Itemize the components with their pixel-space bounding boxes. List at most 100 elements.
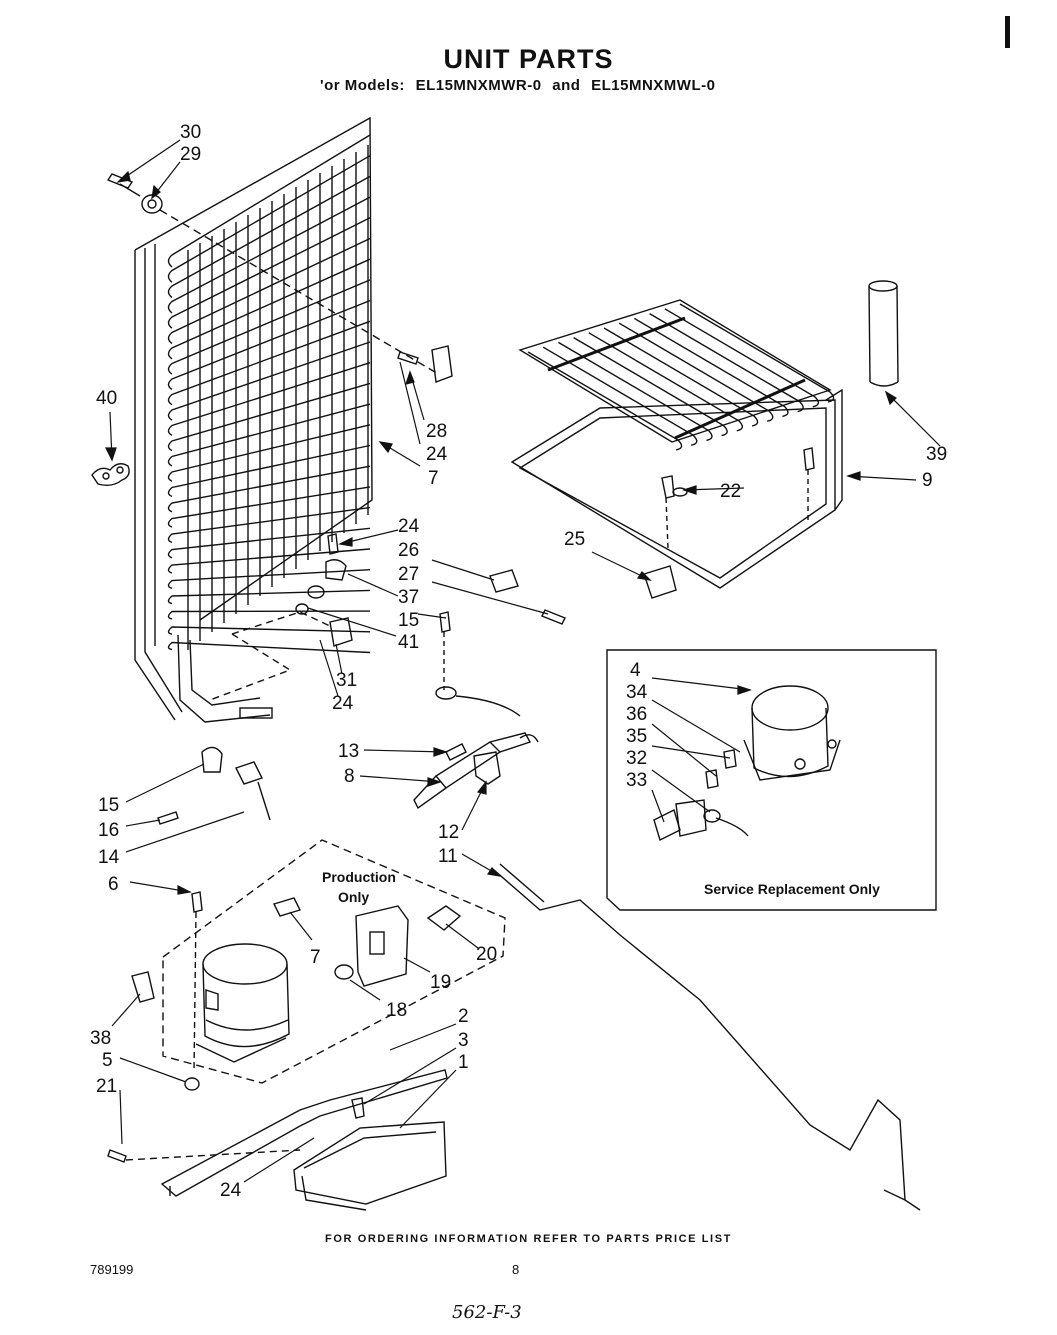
production-only-box	[162, 839, 506, 1084]
drier-8	[413, 732, 539, 810]
subtitle-prefix: 'or Models:	[320, 77, 405, 94]
compressor-production	[195, 943, 290, 1063]
bolt-3	[351, 1097, 365, 1119]
callout-number: 5	[102, 1050, 113, 1071]
callout-number: 24	[398, 516, 420, 537]
callout-number: 22	[720, 481, 741, 502]
callout-number: 37	[398, 587, 419, 608]
callout-number: 19	[430, 972, 451, 993]
sensor-wire	[435, 686, 521, 717]
callout-numbers: 3029402824739229242627371541253124138151…	[90, 122, 947, 1201]
callout-number: 32	[626, 748, 647, 769]
part-40-clip	[91, 463, 130, 487]
callout-number: 26	[398, 540, 419, 561]
callout-number: 21	[96, 1076, 117, 1097]
handwritten-note: 562-F-3	[452, 1302, 522, 1323]
callout-number: 38	[90, 1028, 111, 1049]
callout-number: 9	[922, 470, 933, 491]
production-label-line2: Only	[338, 889, 369, 905]
callout-number: 6	[108, 874, 119, 895]
callout-number: 14	[98, 847, 120, 868]
subtitle-joiner: and	[552, 77, 581, 94]
cover-20	[426, 905, 462, 931]
callout-number: 12	[438, 822, 459, 843]
callout-number: 28	[426, 421, 447, 442]
clamp-31	[329, 617, 353, 647]
washer-41	[295, 603, 309, 615]
screw-24-upper	[327, 533, 339, 555]
callout-number: 8	[344, 766, 355, 787]
callout-number: 4	[630, 660, 641, 681]
service-replacement-box	[606, 649, 937, 911]
clip-12	[473, 751, 501, 785]
service-replacement-label: Service Replacement Only	[704, 881, 880, 897]
document-number: 789199	[90, 1262, 134, 1277]
callout-number: 33	[626, 770, 647, 791]
tube-39	[868, 280, 899, 387]
relay-33	[653, 799, 707, 841]
callout-number: 24	[332, 693, 354, 714]
callout-number: 24	[426, 444, 448, 465]
screw-22	[661, 447, 815, 499]
callout-number: 18	[386, 1000, 407, 1021]
model-number-a: EL15MNXMWR-0	[415, 77, 542, 94]
callout-number: 24	[220, 1180, 242, 1201]
bolt-30	[106, 173, 141, 197]
screw-27	[541, 609, 566, 625]
terminal-35	[723, 749, 737, 769]
callout-number: 31	[336, 670, 357, 691]
clip-38	[131, 971, 155, 1003]
callout-number: 13	[338, 741, 359, 762]
screw-6	[191, 891, 203, 913]
filter-13	[445, 743, 467, 761]
grommet-18	[334, 964, 354, 980]
production-label-line1: Production	[322, 869, 396, 885]
terminal-36	[705, 769, 719, 789]
overload-32	[703, 809, 721, 823]
base-rail-2	[160, 1069, 448, 1197]
callout-number: 20	[476, 944, 497, 965]
clamp-15-upper	[325, 559, 347, 581]
page-number: 8	[512, 1262, 520, 1277]
clip-7	[273, 897, 301, 917]
callout-number: 15	[398, 610, 419, 631]
callout-number: 16	[98, 820, 119, 841]
corner-mark	[1005, 16, 1010, 48]
callout-number: 39	[926, 444, 947, 465]
model-number-b: EL15MNXMWL-0	[591, 77, 716, 94]
callout-number: 27	[398, 564, 419, 585]
callout-number: 36	[626, 704, 647, 725]
model-subtitle: 'or Models: EL15MNXMWR-0 and EL15MNXMWL-…	[320, 77, 721, 94]
callout-number: 11	[438, 846, 458, 867]
callout-number: 35	[626, 726, 647, 747]
callout-number: 7	[428, 468, 439, 489]
bracket-1	[293, 1121, 447, 1211]
condenser-coil	[134, 116, 373, 723]
screw-21	[107, 1149, 127, 1163]
ordering-information-note: FOR ORDERING INFORMATION REFER TO PARTS …	[325, 1233, 732, 1245]
callout-number: 30	[180, 122, 201, 143]
callout-number: 2	[458, 1006, 469, 1027]
page-title: UNIT PARTS	[443, 44, 614, 74]
clamp-15-lower	[201, 746, 223, 773]
callout-leaders	[105, 139, 941, 1183]
callout-number: 25	[564, 529, 585, 550]
callout-number: 7	[310, 947, 321, 968]
clip-26	[489, 569, 519, 593]
capillary-tube-11	[493, 863, 921, 1211]
screw-16	[157, 811, 179, 825]
grommet-5	[184, 1077, 200, 1091]
callout-number: 34	[626, 682, 648, 703]
sleeve-14	[235, 761, 271, 821]
callout-number: 3	[458, 1030, 469, 1051]
bracket-25	[643, 565, 677, 599]
cover-19	[355, 905, 409, 987]
bracket-28	[397, 345, 453, 383]
evaporator-coil	[510, 299, 843, 589]
compressor-service	[743, 685, 841, 781]
callout-number: 29	[180, 144, 201, 165]
callout-number: 1	[458, 1052, 469, 1073]
screw-24-mid	[439, 611, 451, 633]
